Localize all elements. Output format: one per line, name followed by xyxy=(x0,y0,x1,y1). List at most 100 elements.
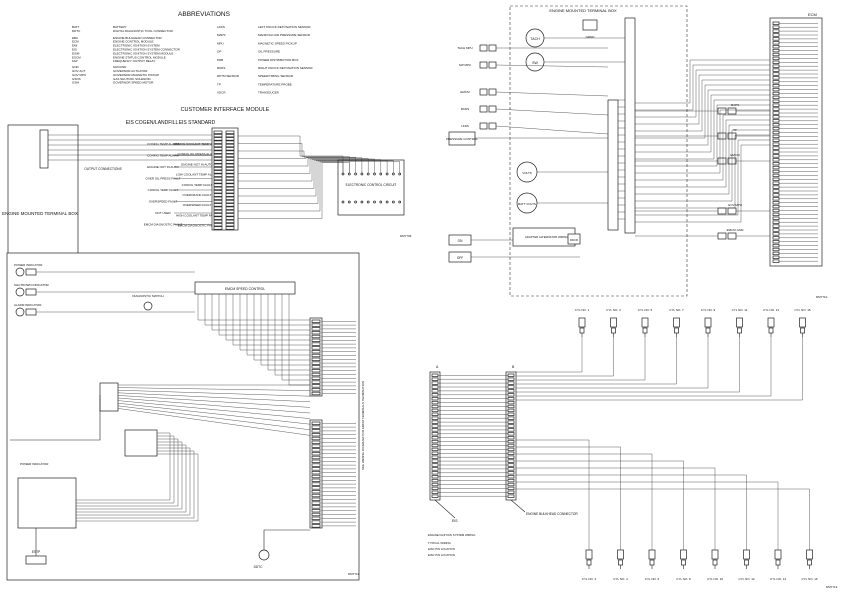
ign-row-a xyxy=(431,471,439,475)
ecm-pin xyxy=(772,29,780,33)
cim-wire xyxy=(238,158,375,174)
ignition-harness-rows xyxy=(431,373,515,498)
cylinder-top-coil xyxy=(673,317,680,337)
coil-body xyxy=(799,317,806,328)
estp-switch xyxy=(25,555,47,565)
sc-connector-wire xyxy=(117,392,311,402)
ecm-pins xyxy=(772,21,818,263)
emt-ecm-wire xyxy=(635,109,770,174)
sc-right-cell xyxy=(311,467,321,471)
abbr-desc: OIL PRESSURE xyxy=(258,50,280,54)
cim-strip-cell xyxy=(213,160,223,164)
emt-ecm-wire xyxy=(635,119,770,188)
ecc-pin xyxy=(392,200,395,204)
ecm-pin xyxy=(772,126,780,131)
terminal-strip xyxy=(39,129,49,169)
ign-row-b xyxy=(507,475,515,479)
ign-bottom-wire xyxy=(516,481,779,550)
ign-row-b xyxy=(507,467,515,471)
emcm-speed-control-section: EMCM SPEED CONTROL POWER INDICATORSHUTDO… xyxy=(6,252,365,581)
sc-bus-wire xyxy=(239,294,310,351)
sc-right-cell xyxy=(311,448,321,452)
coil-boot xyxy=(737,327,742,334)
coil-body xyxy=(736,317,743,328)
cim-col2-item: EMCM DIAGNOSTIC FAULT xyxy=(178,224,217,228)
ecc-pin xyxy=(398,200,402,204)
cim-strip-cell xyxy=(225,157,235,161)
cim-col1-header: EIS COGEN/LANDFILL xyxy=(126,120,179,126)
abbr-desc: GOVERNOR MAGNETIC PICKUP xyxy=(113,73,159,77)
sc-module-wire xyxy=(76,444,187,513)
coil-boot xyxy=(611,327,616,334)
sc-connector-wire xyxy=(117,395,311,408)
ecm-pin xyxy=(772,232,780,236)
abbr-desc: POWER DISTRIBUTION BOX xyxy=(258,58,299,62)
ddcr-relay xyxy=(567,233,581,245)
ecm-pin xyxy=(772,154,780,158)
emt-left-plug xyxy=(479,122,488,130)
sc-right-cell xyxy=(311,452,321,456)
cim-title: CUSTOMER INTERFACE MODULE xyxy=(181,107,270,113)
sc-connector-wire xyxy=(117,403,311,425)
cylinder-bottom-label: CYL NO. 10 xyxy=(707,577,723,581)
ign-row-b xyxy=(507,486,515,491)
ecm-pin xyxy=(772,204,780,209)
cim-strip-cell xyxy=(225,170,235,174)
emt-harness-strip-2 xyxy=(624,17,636,234)
sw-gauge-label: SW xyxy=(532,61,538,65)
ign-row-a xyxy=(431,424,439,428)
cim-wire xyxy=(238,161,400,204)
emt-left-label: TACH MPU xyxy=(457,46,472,50)
cim-strip-cell xyxy=(213,157,223,161)
ign-row-b xyxy=(507,424,515,428)
cim-strip-cell xyxy=(225,186,235,191)
eis-label: EIS xyxy=(452,519,458,523)
indicator-lamp xyxy=(15,307,25,317)
cim-strip-cell xyxy=(213,137,223,141)
abbr-desc: SPEED/TIMING SENSOR xyxy=(258,74,294,78)
abbr-desc: TRANSDUCER xyxy=(258,91,280,95)
ign-row-b xyxy=(507,490,515,494)
abbr-desc: ENGINE BULKHEAD CONNECTOR xyxy=(113,36,162,40)
ign-row-b xyxy=(507,471,515,475)
cim-strip-cell xyxy=(213,216,223,220)
estp-label: ESTP xyxy=(32,550,40,554)
cim-col1-item: NOT USED xyxy=(155,211,171,215)
abbr-code: BATT xyxy=(72,25,80,29)
ecm-pin xyxy=(772,134,780,139)
abbr-code: MAPS xyxy=(217,33,226,37)
sc-right-cell xyxy=(311,474,321,479)
coil-boot xyxy=(681,559,686,566)
cim-strip-cell xyxy=(225,153,235,158)
sc-right-cell xyxy=(311,388,321,392)
speed-control-header-box xyxy=(194,281,296,295)
emt-ecm-wire xyxy=(635,89,770,146)
abbr-desc: FREQUENCY OUTPUT RELAY xyxy=(113,59,155,63)
ign-row-b xyxy=(507,404,515,409)
sc-right-cell xyxy=(311,342,321,346)
cim-col2-item: CONFIG COOLANT TEMP ALARM xyxy=(173,142,221,146)
abbr-desc: ENGINE CONTROL MODULE xyxy=(113,40,154,44)
sc-bus-wire xyxy=(260,294,310,366)
ign-row-b xyxy=(507,408,515,413)
cim-col1-item: CONFIG TEMP FAULT xyxy=(148,188,179,192)
ign-top-wire xyxy=(516,337,583,373)
emt-left-plug xyxy=(479,88,488,96)
emt-left-label: EMCM xyxy=(460,90,470,94)
cylinder-top-coil xyxy=(799,317,806,337)
ign-row-b xyxy=(507,377,515,381)
emt-ecm-wire xyxy=(635,79,770,132)
emt-wires xyxy=(471,37,770,258)
ecm-pin xyxy=(772,111,780,115)
speed-control-ref: DM7711 xyxy=(348,572,359,576)
cim-col1-item: EMCM DIAGNOSTIC FAULT xyxy=(144,223,183,227)
ecm-pin xyxy=(772,119,780,123)
emt-ecm-wire xyxy=(635,84,770,139)
cim-strip-cell xyxy=(225,216,235,220)
emt-left-plug xyxy=(488,122,497,130)
cim-strip-cell xyxy=(225,213,235,217)
cim-strip-cell xyxy=(213,196,223,200)
